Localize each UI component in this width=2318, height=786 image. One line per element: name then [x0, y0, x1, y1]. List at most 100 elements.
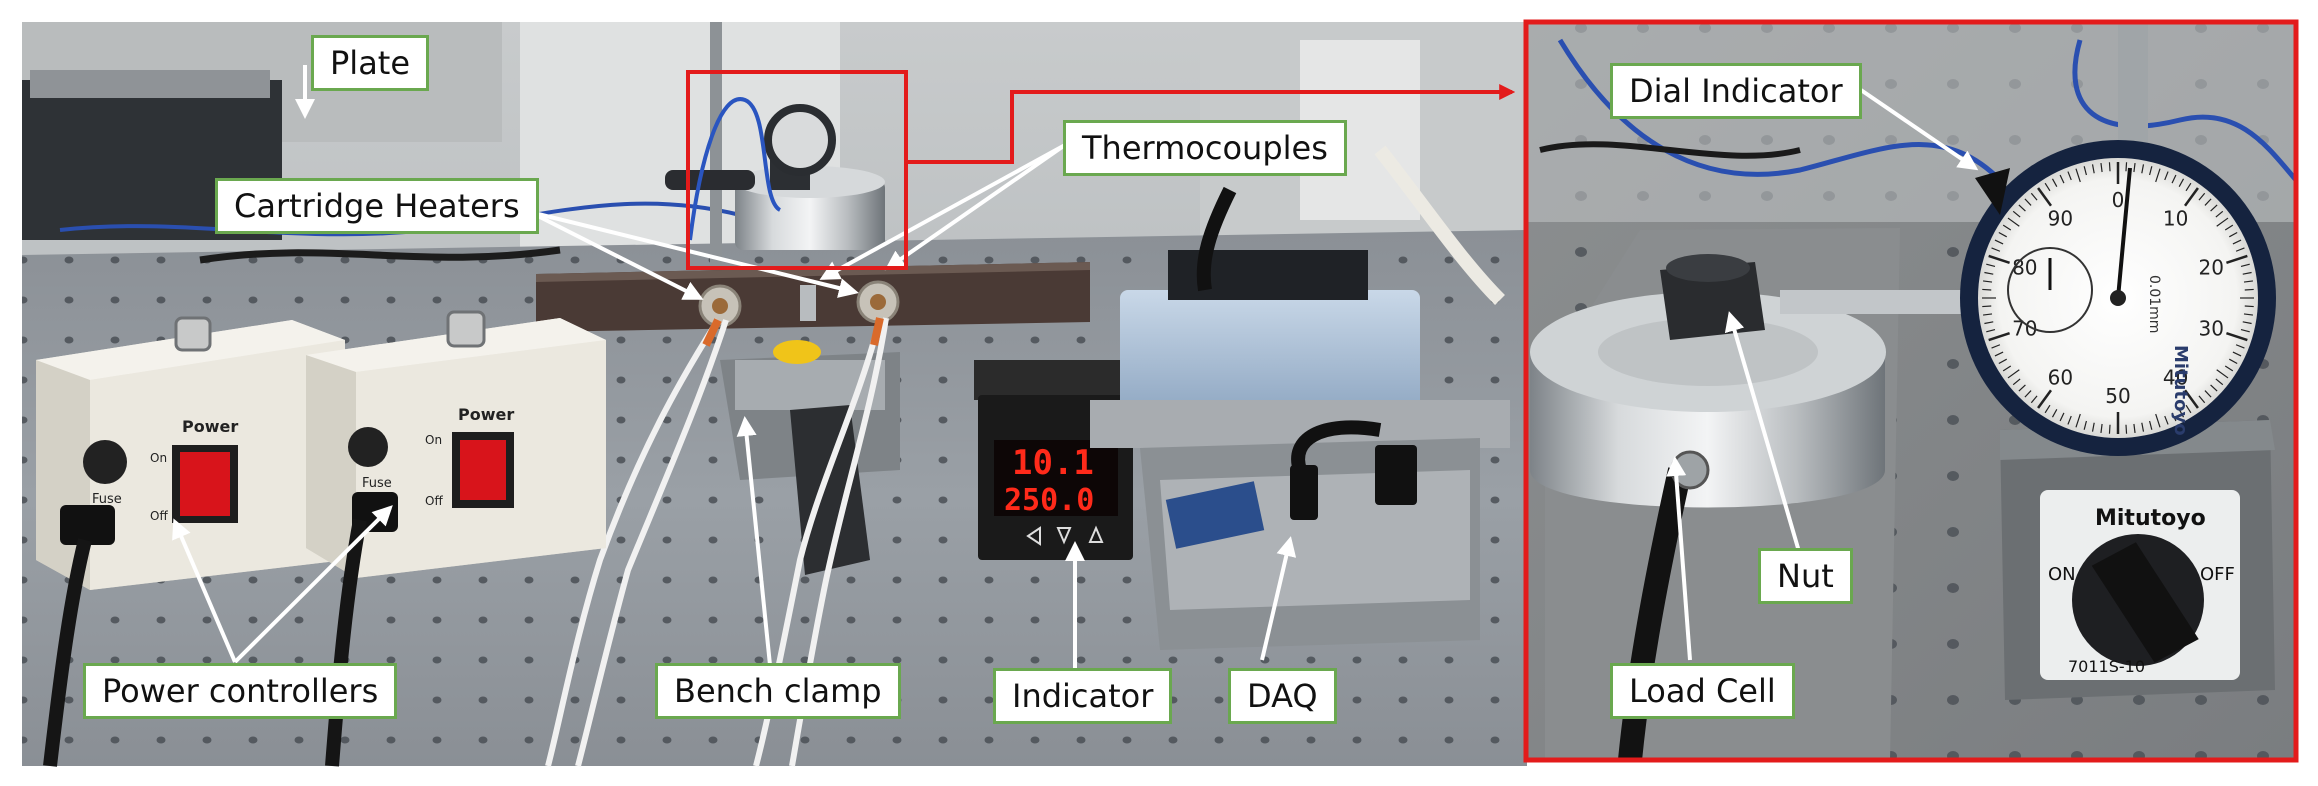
- dial-tick: [1982, 313, 1993, 316]
- main-callout-arrows: [172, 65, 1297, 668]
- dial-tick: [2183, 187, 2199, 207]
- dial-tick: [2075, 413, 2081, 428]
- cartridge-heaters-label: Cartridge Heaters: [215, 178, 539, 234]
- dial-number: 10: [2163, 207, 2188, 231]
- dial-tick: [2024, 198, 2032, 206]
- dial-tick: [1986, 329, 1996, 333]
- dial-tick: [2149, 420, 2153, 430]
- dial-tick: [2100, 423, 2103, 434]
- dial-tick: [2204, 198, 2212, 206]
- dial-tick: [2204, 390, 2212, 398]
- dial-number: 50: [2105, 384, 2130, 408]
- base-on-label: ON: [2048, 564, 2076, 585]
- off-label-right: Off: [425, 494, 443, 508]
- dial-tick: [1988, 254, 2010, 264]
- fuse-label-right: Fuse: [362, 476, 392, 491]
- plate-label: Plate: [311, 35, 430, 91]
- dial-tick: [2037, 187, 2053, 207]
- power-controllers-label: Power controllers: [83, 663, 398, 719]
- dial-tick: [2100, 162, 2103, 173]
- nut-label: Nut: [1758, 548, 1853, 604]
- dial-tick: [2059, 174, 2065, 184]
- dial-tick: [2210, 204, 2218, 212]
- dial-tick: [2002, 365, 2012, 372]
- off-label-left: Off: [150, 509, 168, 523]
- dial-tick: [2240, 263, 2250, 267]
- dial-indicator-label: Dial Indicator: [1610, 63, 1862, 119]
- zoom-highlight-box: [686, 70, 908, 270]
- dial-tick: [2235, 344, 2245, 349]
- dial-number: 90: [2048, 207, 2073, 231]
- dial-tick: [2067, 171, 2072, 181]
- dial-tick: [2178, 178, 2185, 187]
- daq-label: DAQ: [1228, 668, 1337, 724]
- dial-tick: [2210, 384, 2218, 392]
- dial-tick: [2185, 182, 2192, 192]
- dial-tick: [2226, 332, 2248, 342]
- zoom-inset-photo: Mitutoyo OFF ON 7011S-10 010203040506070…: [1526, 22, 2298, 762]
- dial-tick: [2059, 412, 2065, 422]
- dial-tick: [2030, 395, 2038, 404]
- dial-tick: [1998, 358, 2007, 365]
- zoom-connector-arrow: [906, 84, 1516, 164]
- dial-tick: [2024, 390, 2032, 398]
- dial-tick: [2012, 210, 2021, 218]
- dial-tick: [2171, 412, 2177, 422]
- dial-tick: [2229, 358, 2238, 365]
- thermocouples-label: Thermocouples: [1063, 120, 1347, 176]
- indicator-top-reading: 10.1: [1012, 443, 1094, 483]
- dial-tick: [2007, 369, 2020, 379]
- base-brand-label: Mitutoyo: [2095, 506, 2206, 531]
- inset-callout-arrows: [1666, 86, 1979, 661]
- power-label-left: Power: [182, 417, 238, 436]
- dial-tick: [2198, 192, 2206, 201]
- dial-number: 0: [2112, 188, 2125, 212]
- dial-tick: [1998, 231, 2007, 238]
- dial-tick: [2229, 231, 2238, 238]
- base-off-label: OFF: [2200, 564, 2235, 585]
- dial-tick: [2155, 168, 2161, 183]
- indicator-label: Indicator: [993, 668, 1173, 724]
- dial-tick: [2108, 424, 2111, 434]
- dial-tick: [1982, 305, 1992, 308]
- dial-tick: [2164, 415, 2169, 425]
- base-code-label: 7011S-10: [2068, 657, 2145, 676]
- dial-tick: [2091, 164, 2095, 174]
- dial-tick: [2235, 247, 2245, 252]
- dial-tick: [2215, 378, 2224, 386]
- dial-tick: [2149, 166, 2153, 176]
- dial-tick: [2183, 389, 2199, 409]
- dial-tick: [2133, 162, 2136, 173]
- dial-tick: [2018, 204, 2026, 212]
- dial-tick: [2216, 369, 2229, 379]
- dial-tick: [2185, 404, 2192, 414]
- daq-device: [1090, 145, 1510, 650]
- dial-tick: [2007, 217, 2020, 227]
- dial-tick: [2012, 378, 2021, 386]
- dial-tick: [2215, 210, 2224, 218]
- bench-clamp-label: Bench clamp: [655, 663, 901, 719]
- dial-number: 60: [2048, 365, 2073, 389]
- dial-tick: [2243, 313, 2254, 316]
- dial-number: 80: [2012, 256, 2037, 280]
- dial-tick: [2037, 389, 2053, 409]
- dial-tick: [2164, 171, 2169, 181]
- dial-tick: [2002, 224, 2012, 231]
- dial-tick: [2232, 239, 2242, 245]
- dial-tick: [2108, 162, 2111, 172]
- dial-tick: [2141, 164, 2145, 174]
- dial-brand-label: Mitutoyo: [2170, 345, 2191, 436]
- dial-tick: [2178, 409, 2185, 418]
- dial-tick: [2242, 321, 2252, 325]
- dial-tick: [2125, 162, 2128, 172]
- dial-unit-label: 0.01mm: [2146, 275, 2162, 333]
- dial-tick: [2216, 217, 2229, 227]
- temperature-indicator: 10.1 250.0: [974, 360, 1134, 560]
- dial-tick: [2155, 413, 2161, 428]
- dial-tick: [2224, 365, 2234, 372]
- dial-ticks: [1982, 162, 2254, 434]
- on-label-right: On: [425, 433, 442, 447]
